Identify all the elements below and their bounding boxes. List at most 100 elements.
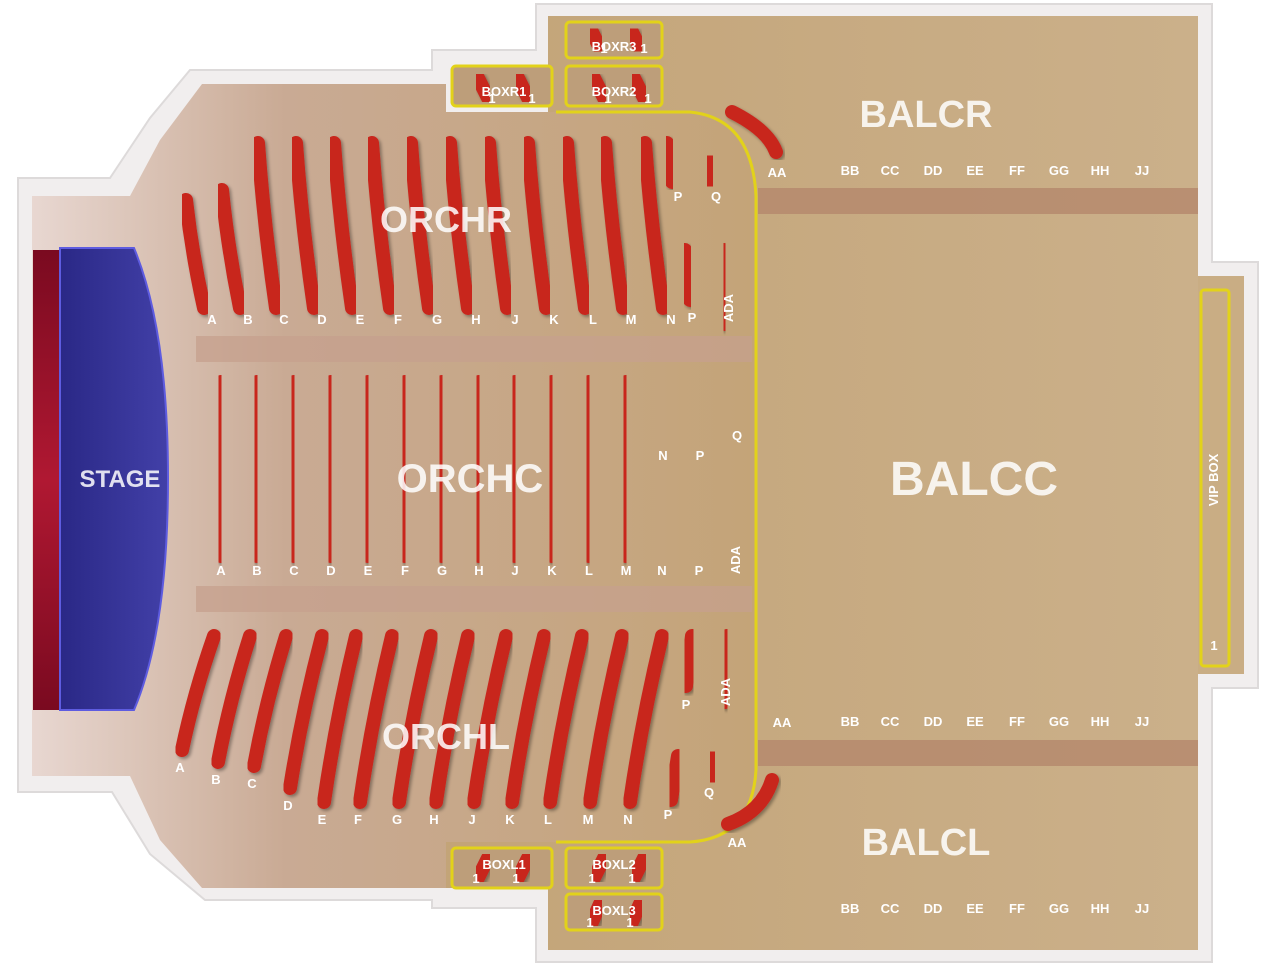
orchc-row-M[interactable]	[617, 375, 633, 563]
orchr-row-A[interactable]	[179, 193, 211, 315]
orchc-row-C[interactable]	[285, 375, 301, 563]
orchr-row-G[interactable]	[404, 136, 436, 315]
boxr3-seat-row-2[interactable]	[625, 25, 647, 55]
vip-box-outline	[1199, 288, 1231, 668]
orchr-row-label-G: G	[432, 312, 442, 327]
orchl-row-Q[interactable]	[704, 749, 721, 785]
orchl-row-H[interactable]	[429, 629, 475, 809]
orchc-row-label-L: L	[585, 563, 593, 578]
boxl2-seat-label-2: 1	[628, 871, 635, 886]
orchr-row-M[interactable]	[598, 136, 630, 315]
orchr-row-N[interactable]	[638, 136, 670, 315]
orchc-row-E[interactable]	[359, 375, 375, 563]
orchc-row-L[interactable]	[580, 375, 596, 563]
orchc-row-A[interactable]	[212, 375, 228, 563]
orchr-row-C[interactable]	[251, 136, 283, 315]
box-label-boxr1: BOXR1	[482, 84, 527, 99]
box-label-boxl3: BOXL3	[592, 903, 635, 918]
balcony-aisle-top	[758, 188, 1198, 214]
orchl-row-label-P: P	[664, 807, 673, 822]
orchl-row-E[interactable]	[317, 629, 363, 809]
orchl-row-label-M: M	[583, 812, 594, 827]
orchc-row-K[interactable]	[543, 375, 559, 563]
balcc-row-label-EE: EE	[966, 714, 984, 729]
balcr-row-AA[interactable]	[725, 105, 783, 159]
orchr-row-label-P-front: P	[674, 189, 683, 204]
box-label-boxr3: BOXR3	[592, 39, 637, 54]
boxr2-seat-row-2[interactable]	[627, 71, 651, 105]
boxr3-seat-label-2: 1	[640, 41, 647, 56]
boxl2-seat-row-2[interactable]	[627, 851, 651, 885]
orchr-row-F[interactable]	[365, 136, 397, 315]
boxr2-seat-row-1[interactable]	[587, 71, 611, 105]
orchc-row-D[interactable]	[322, 375, 338, 563]
orchc-row-B[interactable]	[248, 375, 264, 563]
balcl-row-label-FF: FF	[1009, 901, 1025, 916]
orchr-row-Q[interactable]	[701, 153, 719, 189]
orchc-row-H[interactable]	[470, 375, 486, 563]
orchl-row-label-N: N	[623, 812, 632, 827]
balcl-row-AA[interactable]	[721, 773, 779, 831]
orchl-row-D[interactable]	[283, 629, 329, 795]
orchc-row-J[interactable]	[506, 375, 522, 563]
orchc-row-F[interactable]	[396, 375, 412, 563]
vip-box-seat-1: 1	[1210, 638, 1217, 653]
orchc-row-label-P: P	[695, 563, 704, 578]
boxl1-seat-row-1[interactable]	[471, 851, 495, 885]
orchl-row-P[interactable]	[664, 749, 685, 807]
orchl-row-label-ADA: ADA	[718, 677, 733, 706]
orchl-row-P-front[interactable]	[679, 629, 699, 693]
balcony-aisle-bottom	[758, 740, 1198, 766]
orchc-row-G[interactable]	[433, 375, 449, 563]
orchl-row-L[interactable]	[543, 629, 589, 809]
orchl-row-label-J: J	[468, 812, 475, 827]
orchl-row-label-L: L	[544, 812, 552, 827]
orchr-row-label-H: H	[471, 312, 480, 327]
boxr1-seat-row-2[interactable]	[511, 71, 535, 105]
orchl-row-J[interactable]	[467, 629, 513, 809]
orchl-row-C[interactable]	[247, 629, 293, 773]
orchl-row-ADA[interactable]	[718, 629, 734, 709]
orchl-row-G[interactable]	[392, 629, 438, 809]
balcc-row-label-JJ: JJ	[1135, 714, 1149, 729]
orchr-row-label-C: C	[279, 312, 289, 327]
balcr-row-label-AA: AA	[768, 165, 787, 180]
orchl-row-label-P-front: P	[682, 697, 691, 712]
orchl-row-label-H: H	[429, 812, 438, 827]
balcr-row-label-CC: CC	[881, 163, 900, 178]
stage	[33, 247, 170, 711]
orchl-row-K[interactable]	[505, 629, 551, 809]
boxr1-seat-row-1[interactable]	[471, 71, 495, 105]
orchl-row-B[interactable]	[211, 629, 257, 769]
orchr-row-J[interactable]	[482, 136, 514, 315]
boxl2-seat-row-1[interactable]	[587, 851, 611, 885]
boxr3-seat-row-1[interactable]	[585, 25, 607, 55]
orchr-row-P[interactable]	[678, 243, 697, 307]
orchc-row-label-C: C	[289, 563, 299, 578]
orchr-row-B[interactable]	[215, 183, 247, 315]
boxl1-seat-row-2[interactable]	[511, 851, 535, 885]
orchc-row-label-F: F	[401, 563, 409, 578]
balcr-row-label-HH: HH	[1091, 163, 1110, 178]
section-label-orchl: ORCHL	[382, 716, 510, 757]
orchr-row-L[interactable]	[560, 136, 592, 315]
orchl-row-F[interactable]	[353, 629, 399, 809]
orchl-row-N[interactable]	[623, 629, 669, 809]
orchr-row-ADA[interactable]	[717, 243, 732, 331]
orchr-row-P-front[interactable]	[660, 136, 679, 189]
orchr-row-H[interactable]	[443, 136, 475, 315]
orchr-row-label-Q: Q	[711, 189, 721, 204]
boxl3-seat-label-1: 1	[586, 915, 593, 930]
orchr-row-D[interactable]	[289, 136, 321, 315]
orchr-row-E[interactable]	[327, 136, 359, 315]
orchr-row-K[interactable]	[521, 136, 553, 315]
orchl-row-M[interactable]	[583, 629, 629, 809]
boxl3-seat-row-1[interactable]	[585, 897, 607, 929]
orchl-row-A[interactable]	[175, 629, 221, 757]
boxr3-seat-label-1: 1	[600, 41, 607, 56]
boxr2-seat-label-2: 1	[644, 91, 651, 106]
orchl-row-label-A: A	[175, 760, 185, 775]
boxl3-seat-row-2[interactable]	[625, 897, 647, 929]
